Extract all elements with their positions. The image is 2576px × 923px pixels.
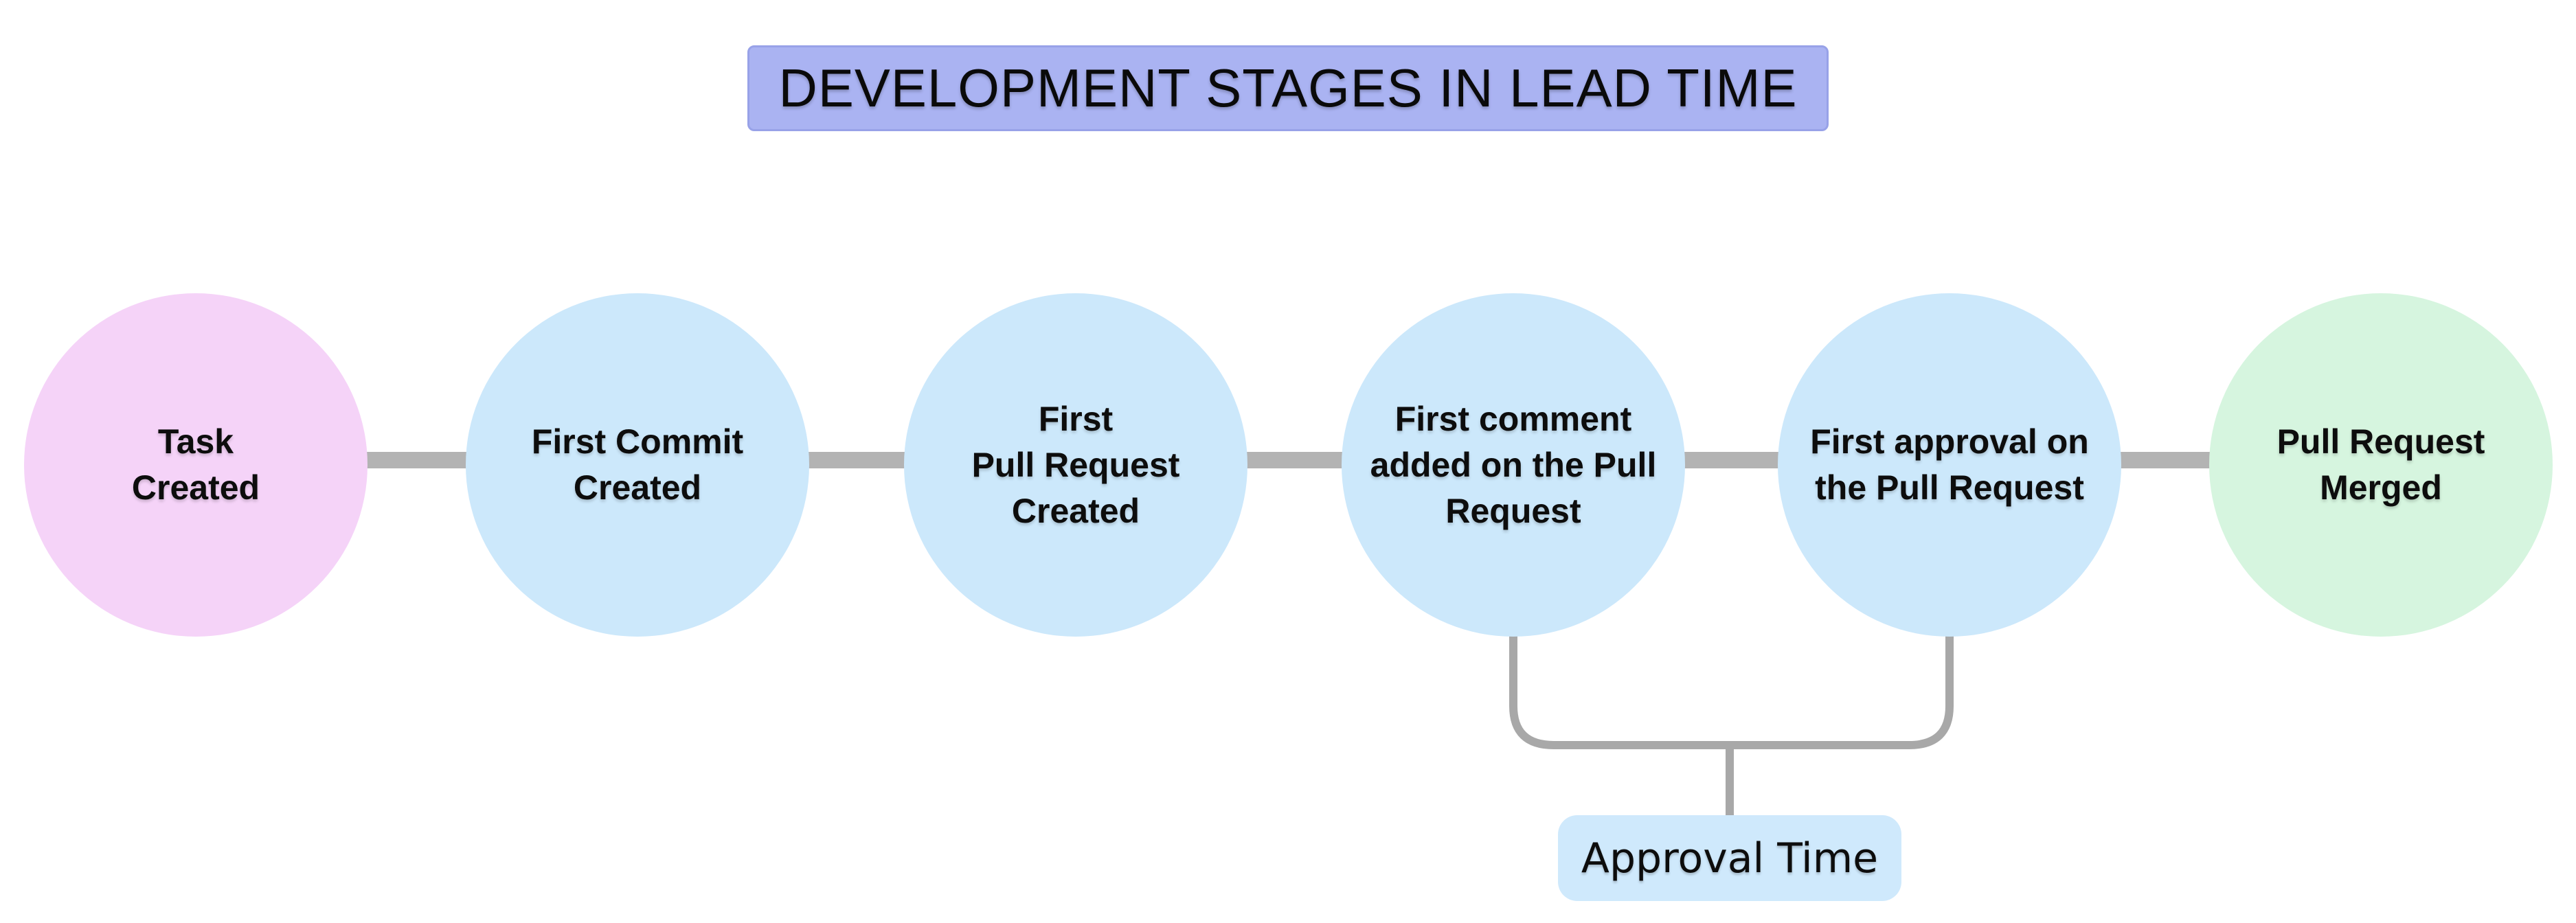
stage-circle-pull-request-merged: Pull Request Merged bbox=[2209, 293, 2553, 637]
approval-time-tag: Approval Time bbox=[1558, 815, 1901, 901]
stage-label: First comment added on the Pull Request bbox=[1370, 399, 1657, 530]
stage-label: Pull Request Merged bbox=[2276, 422, 2485, 507]
approval-bracket-path bbox=[1509, 624, 1954, 749]
stage-circle-first-pull-request-created: First Pull Request Created bbox=[904, 293, 1247, 637]
stage-label: Task Created bbox=[131, 422, 260, 507]
title-row: DEVELOPMENT STAGES IN LEAD TIME bbox=[0, 45, 2576, 131]
stage-circle-task-created: Task Created bbox=[24, 293, 368, 637]
stage-circle-first-commit-created: First Commit Created bbox=[466, 293, 809, 637]
stage-circle-first-approval: First approval on the Pull Request bbox=[1778, 293, 2121, 637]
stage-label: First Pull Request Created bbox=[971, 399, 1180, 530]
stage-circle-first-comment-added: First comment added on the Pull Request bbox=[1342, 293, 1685, 637]
approval-time-label: Approval Time bbox=[1581, 834, 1879, 882]
title-banner: DEVELOPMENT STAGES IN LEAD TIME bbox=[747, 45, 1829, 131]
page-title: DEVELOPMENT STAGES IN LEAD TIME bbox=[778, 58, 1798, 118]
stage-label: First Commit Created bbox=[531, 422, 744, 507]
stage-label: First approval on the Pull Request bbox=[1810, 422, 2089, 507]
